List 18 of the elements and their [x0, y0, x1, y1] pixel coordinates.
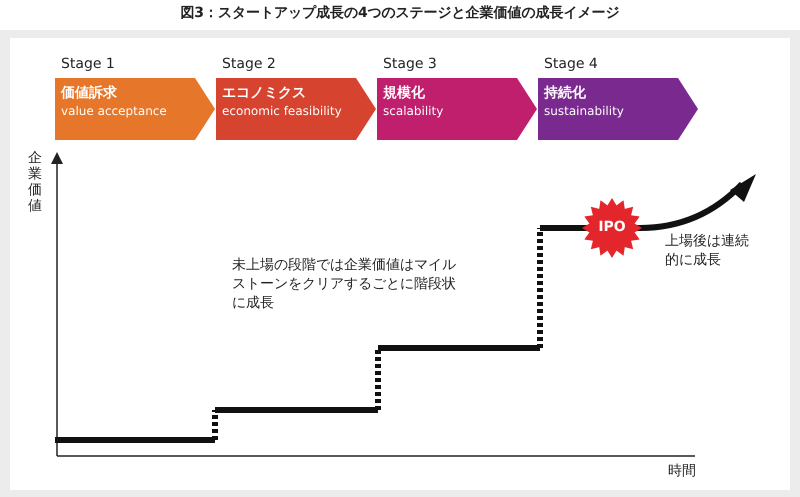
figure-title: 図3：スタートアップ成長の4つのステージと企業価値の成長イメージ [179, 4, 621, 22]
annotation-text: 未上場の段階では企業価値はマイルストーンをクリアするごとに階段状に成長 [232, 256, 457, 313]
stage-heading: Stage 2 [222, 56, 276, 72]
stage-name: エコノミクス [222, 84, 306, 102]
stage-name: 価値訴求 [61, 84, 117, 102]
annotation-text: 上場後は連続的に成長 [665, 232, 750, 270]
stage-heading: Stage 1 [61, 56, 115, 72]
stage-subtitle: sustainability [544, 104, 624, 118]
starburst-label: IPO [597, 219, 627, 235]
stage-name: 持続化 [544, 84, 586, 102]
x-axis-label: 時間 [668, 462, 697, 481]
stage-subtitle: value acceptance [61, 104, 167, 118]
stage-subtitle: economic feasibility [222, 104, 342, 118]
y-axis-label: 企業価値 [28, 150, 43, 214]
stage-subtitle: scalability [383, 104, 444, 118]
stage-name: 規模化 [383, 84, 425, 102]
stage-heading: Stage 3 [383, 56, 437, 72]
stage-heading: Stage 4 [544, 56, 598, 72]
